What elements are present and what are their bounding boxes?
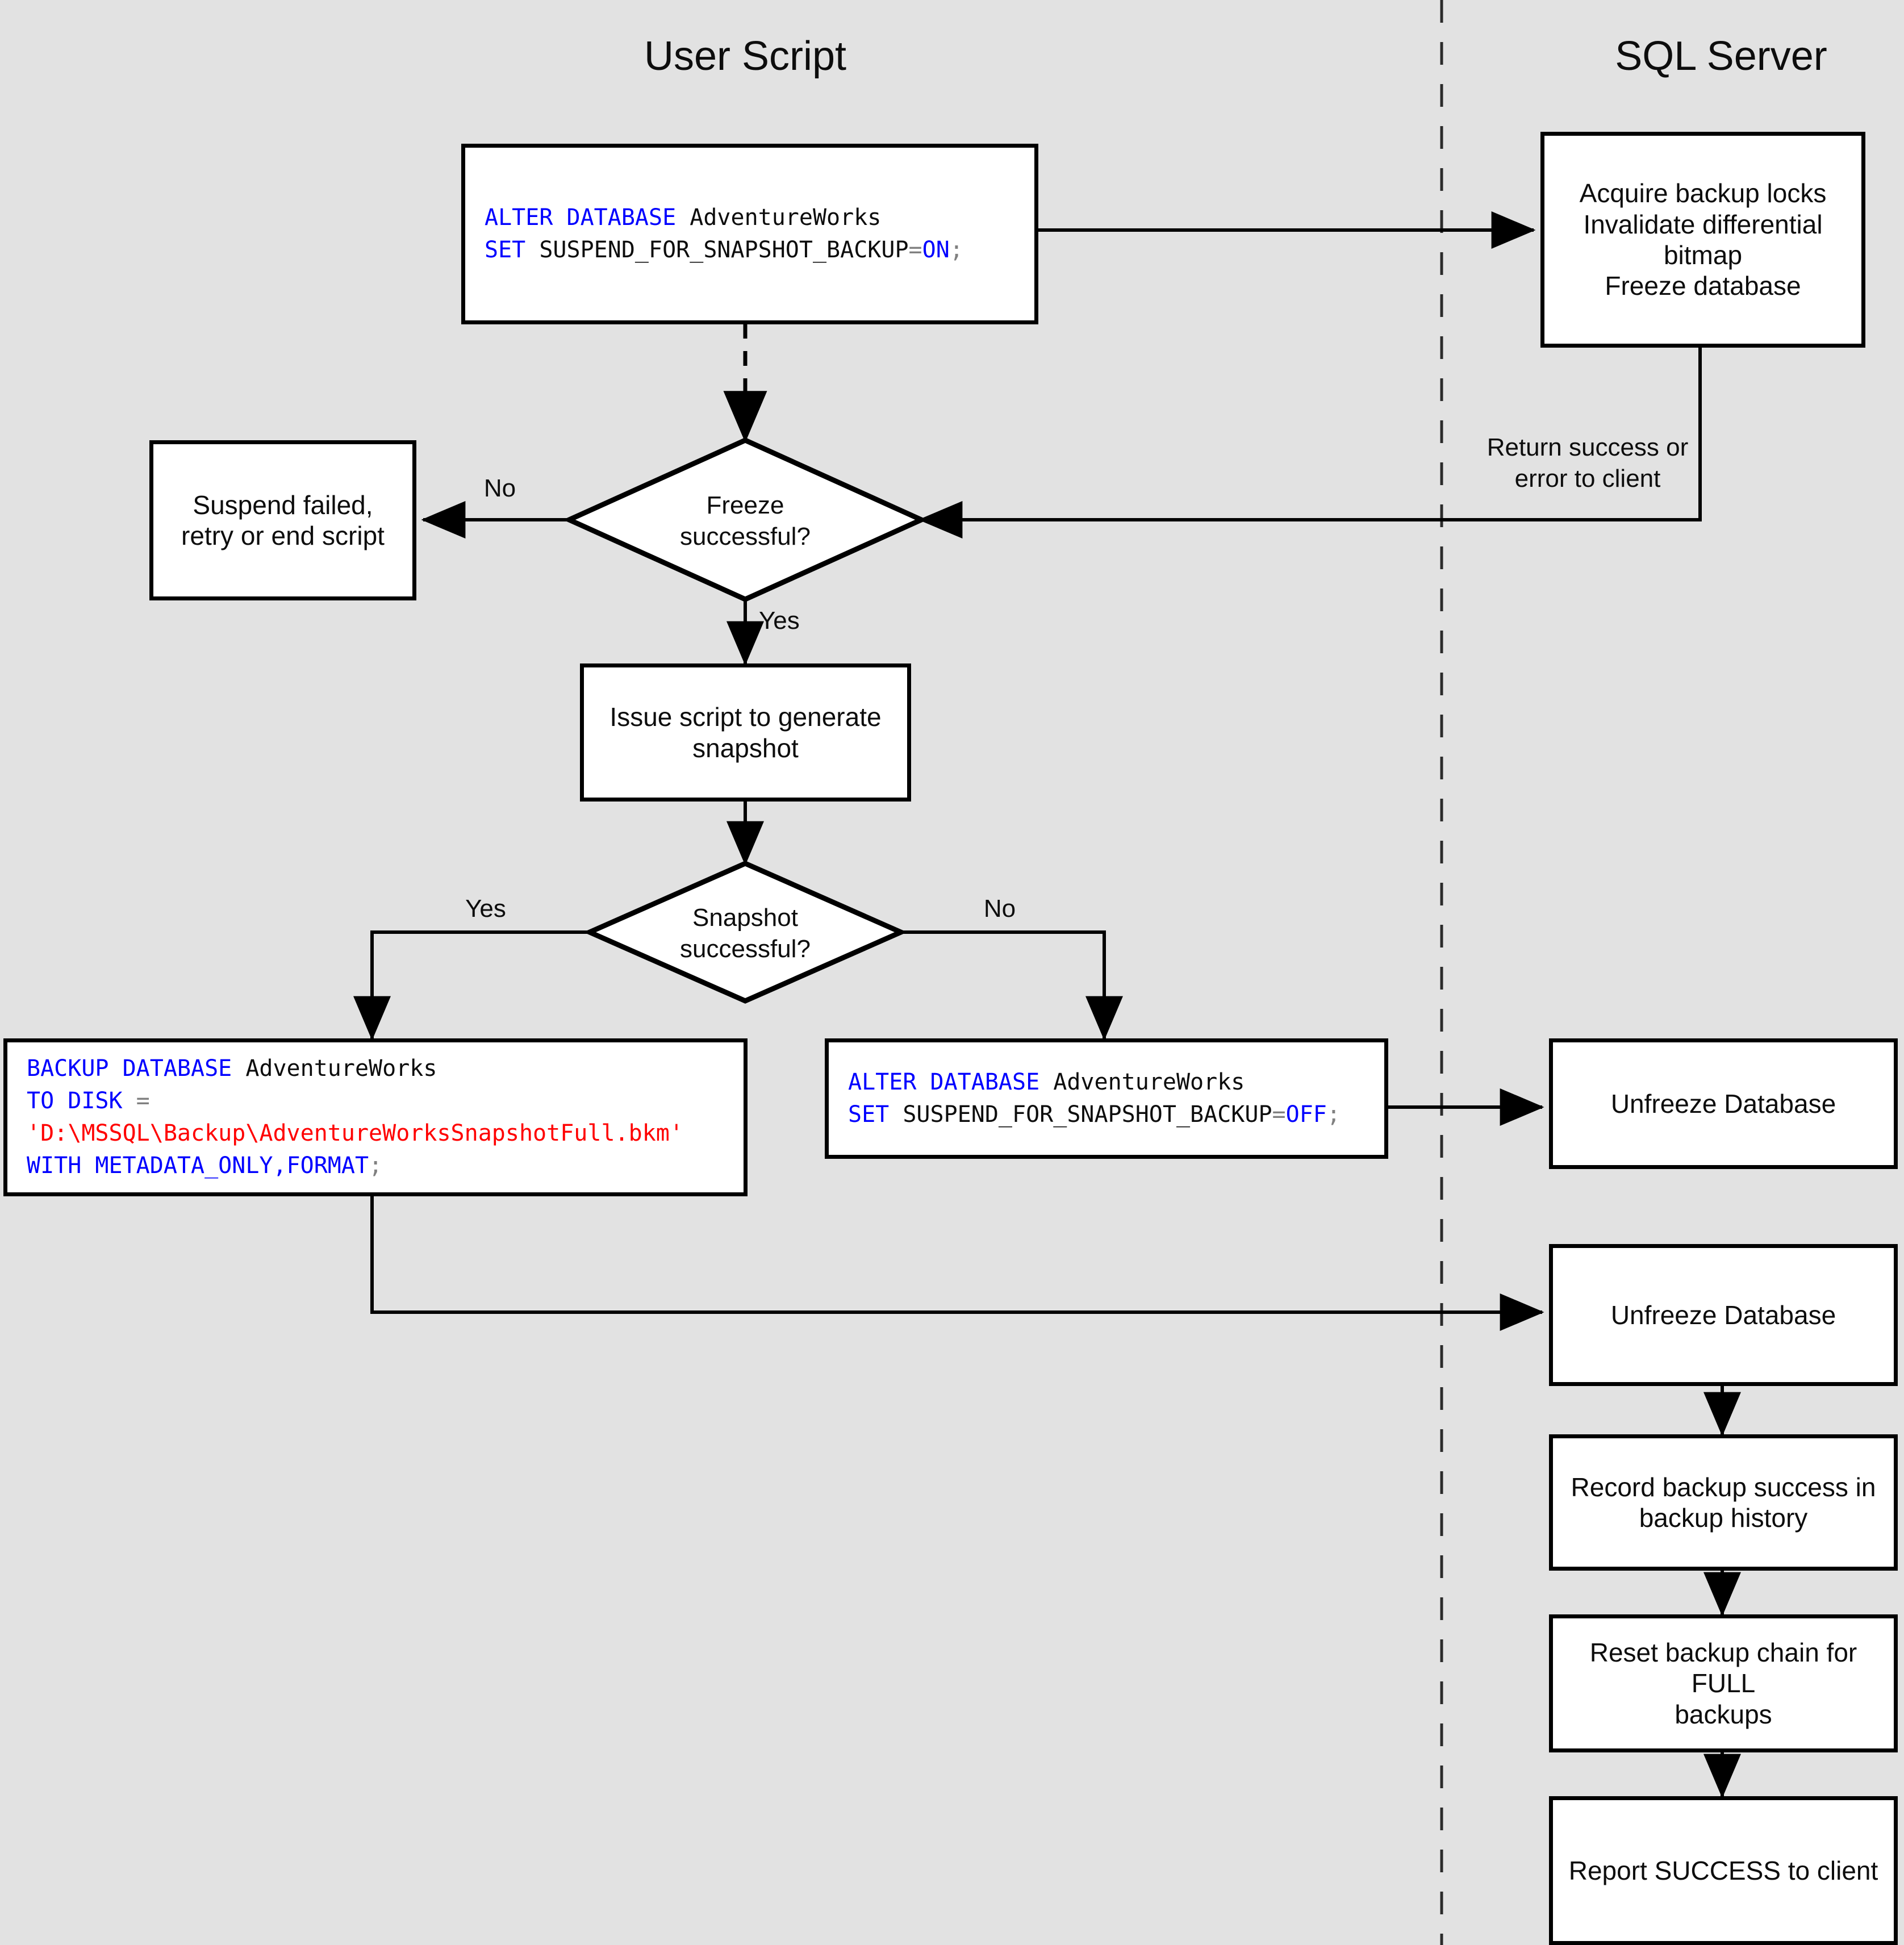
node-unfreeze-database-1[interactable]: Unfreeze Database	[1549, 1038, 1898, 1169]
edge-backup-to-unfreeze2	[370, 1196, 1544, 1331]
lane-title-sql-server: SQL Server	[1615, 34, 1827, 79]
node-label-report-success: Report SUCCESS to client	[1568, 1855, 1878, 1885]
node-label-unfreeze-database-2: Unfreeze Database	[1610, 1300, 1836, 1330]
node-suspend-failed[interactable]: Suspend failed,retry or end script	[149, 440, 416, 600]
node-unfreeze-database-2[interactable]: Unfreeze Database	[1549, 1244, 1898, 1386]
edge-label-freeze-yes: Yes	[759, 607, 800, 635]
edge-label-freeze-no: No	[483, 474, 516, 502]
node-report-success[interactable]: Report SUCCESS to client	[1549, 1796, 1898, 1945]
edge-snapshot-yes	[353, 930, 591, 1041]
node-label-suspend-failed: Suspend failed,retry or end script	[181, 490, 385, 550]
edge-label-snapshot-yes: Yes	[465, 895, 506, 923]
lane-title-user-script: User Script	[644, 34, 847, 79]
edge-snapshot-no	[900, 930, 1123, 1041]
node-label-unfreeze-database-1: Unfreeze Database	[1610, 1088, 1836, 1118]
edge-label-snapshot-no: No	[983, 895, 1016, 923]
